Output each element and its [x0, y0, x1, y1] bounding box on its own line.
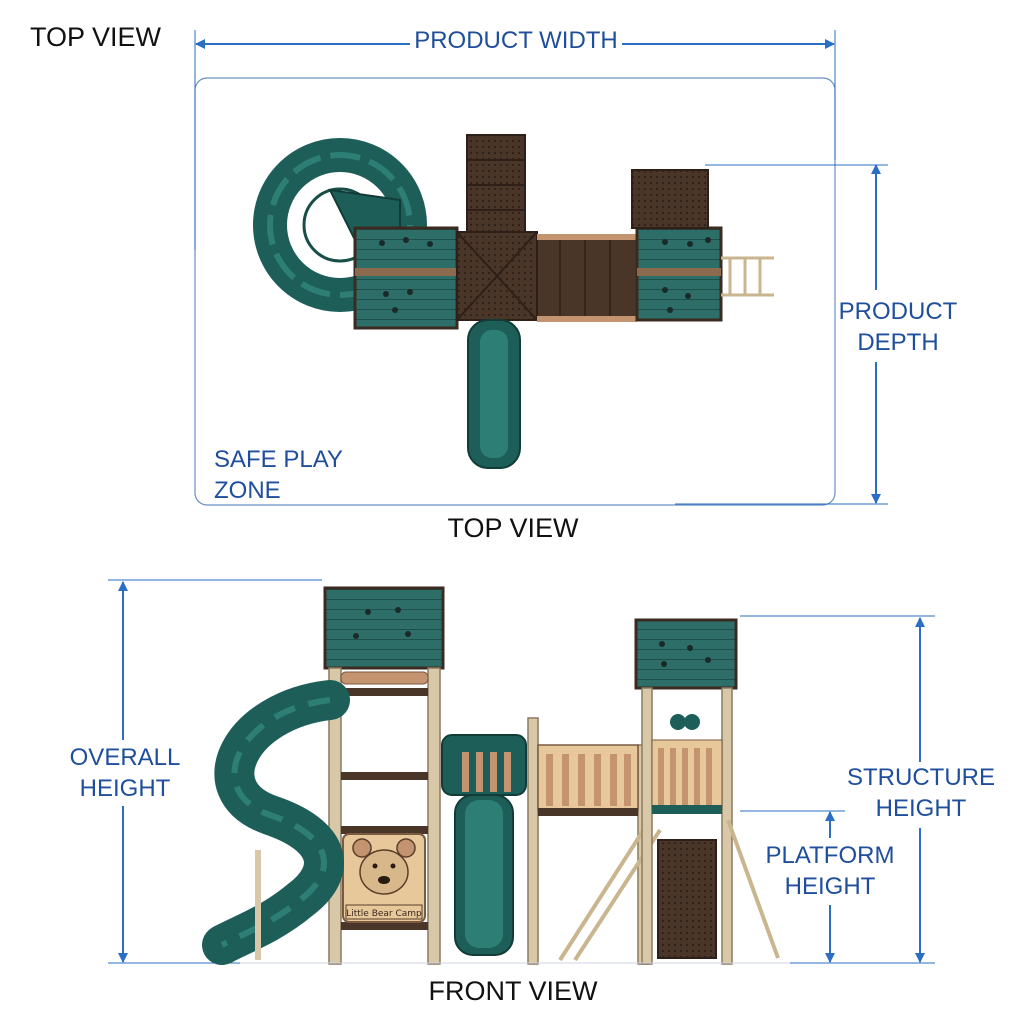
- top-view-caption: TOP VIEW: [447, 513, 579, 543]
- bear-sign-text: Little Bear Camp: [346, 909, 422, 919]
- structure-height-line-2: HEIGHT: [875, 795, 967, 822]
- product-depth-line-2: DEPTH: [857, 329, 939, 356]
- ladder-top: [721, 256, 774, 297]
- overall-height-line-1: OVERALL: [69, 744, 181, 771]
- bear-face-icon: [342, 833, 426, 923]
- right-tower-roof-panel: [634, 618, 738, 690]
- top-view: [194, 30, 888, 506]
- structure-height-label: STRUCTURE HEIGHT: [846, 762, 996, 824]
- front-view-caption: FRONT VIEW: [428, 976, 598, 1006]
- front-view: [108, 579, 935, 965]
- product-depth-line-1: PRODUCT: [838, 298, 958, 325]
- left-tower-roof-panel: [323, 586, 445, 670]
- straight-slide-top: [467, 319, 521, 469]
- upper-right-climber: [631, 169, 709, 229]
- product-width-label: PRODUCT WIDTH: [414, 27, 618, 54]
- straight-slide-front: [441, 734, 527, 956]
- spiral-tube-slide-front: [202, 680, 350, 965]
- platform-height-line-2: HEIGHT: [784, 873, 876, 900]
- top-climber: [466, 134, 526, 233]
- left-deck-panel: [353, 226, 459, 330]
- paw-print-icon: [353, 607, 711, 667]
- paw-print-icon: [379, 237, 711, 313]
- bridge-front: [537, 744, 639, 811]
- platform-height-line-1: PLATFORM: [765, 842, 895, 869]
- safe-play-zone-label: SAFE PLAY ZONE: [214, 446, 343, 504]
- safe-play-zone-boundary: [194, 77, 836, 506]
- overall-height-label: OVERALL HEIGHT: [60, 742, 190, 804]
- bridge-top: [536, 237, 638, 319]
- structure-height-line-1: STRUCTURE: [847, 764, 995, 791]
- overall-height-line-2: HEIGHT: [79, 775, 171, 802]
- top-view-heading: TOP VIEW: [30, 22, 162, 52]
- platform-height-label: PLATFORM HEIGHT: [760, 840, 900, 902]
- product-depth-label: PRODUCT DEPTH: [828, 296, 968, 358]
